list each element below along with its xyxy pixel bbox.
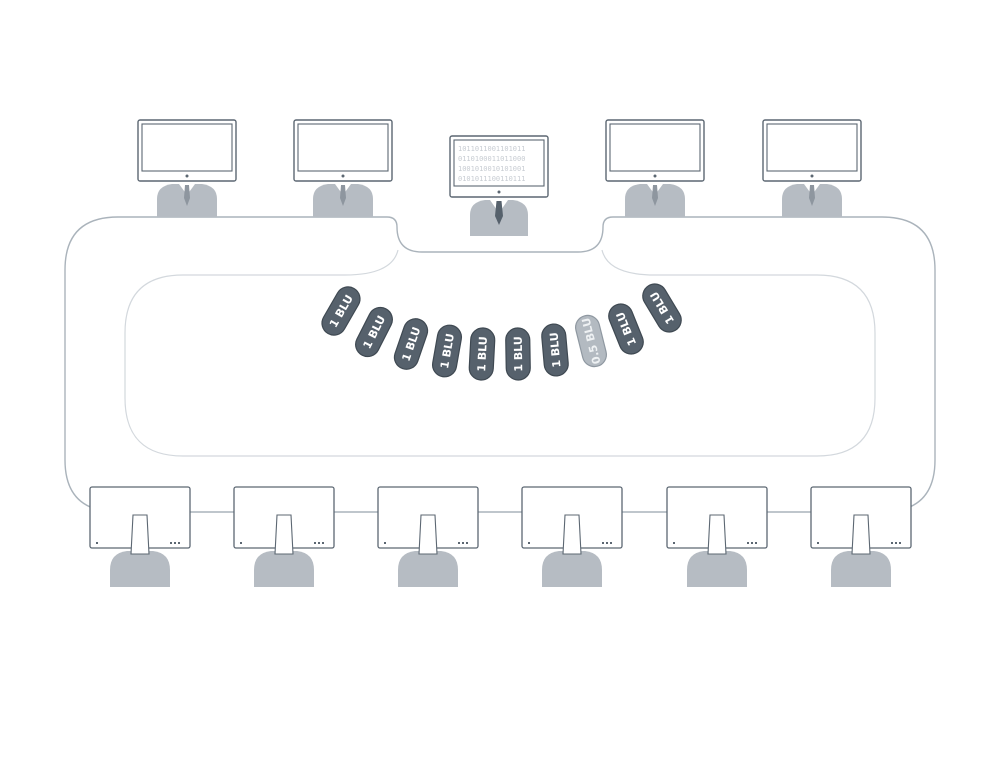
monitor-port — [610, 542, 612, 544]
player-front-row — [666, 486, 768, 587]
tie-icon — [184, 185, 190, 206]
dealer-power-led — [497, 190, 501, 194]
tie-icon — [809, 185, 815, 206]
monitor-port — [602, 542, 604, 544]
player-back-row — [293, 119, 393, 217]
player-back-row — [137, 119, 237, 217]
power-led — [341, 174, 345, 178]
tie-icon — [340, 185, 346, 206]
monitor-led — [96, 542, 98, 544]
monitor-port — [462, 542, 464, 544]
monitor-stand — [707, 514, 727, 555]
monitor-stand — [562, 514, 582, 555]
chip: 1 BLU — [431, 324, 463, 378]
chip-body — [608, 303, 644, 355]
dealer-screen-line: 0101011100110111 — [458, 175, 525, 183]
chip-body — [393, 318, 429, 370]
chip-label: 1 BLU — [547, 332, 563, 368]
dealer-node: 1011011001101011 0110100011011000 100101… — [449, 135, 549, 236]
chip: 1 BLU — [355, 306, 393, 358]
chip: 1 BLU — [321, 286, 361, 336]
power-led — [185, 174, 189, 178]
chip-label: 1 BLU — [512, 336, 526, 372]
player-body — [542, 551, 602, 587]
player-monitor-screen — [297, 123, 389, 172]
player-body — [398, 551, 458, 587]
monitor-port — [751, 542, 753, 544]
dealer-tie-icon — [495, 201, 503, 225]
front-row — [89, 486, 912, 587]
monitor-led — [384, 542, 386, 544]
monitor-led — [240, 542, 242, 544]
dealer-screen-line: 0110100011011000 — [458, 155, 525, 163]
chip-body — [541, 323, 569, 377]
player-front-row — [233, 486, 335, 587]
table-felt — [124, 249, 876, 457]
monitor-led — [673, 542, 675, 544]
player-front-row — [377, 486, 479, 587]
back-row — [137, 119, 862, 217]
monitor-port — [314, 542, 316, 544]
player-front-row — [521, 486, 623, 587]
player-monitor-screen — [141, 123, 233, 172]
monitor-led — [528, 542, 530, 544]
chip: 1 BLU — [608, 303, 644, 355]
monitor-port — [899, 542, 901, 544]
chip-label: 1 BLU — [438, 333, 457, 370]
table-outline — [64, 216, 936, 513]
chip-body — [431, 324, 463, 378]
chip: 1 BLU — [505, 327, 531, 381]
chip-body — [321, 286, 361, 336]
player-body — [831, 551, 891, 587]
chip-body — [505, 327, 531, 381]
chip: 1 BLU — [642, 283, 682, 333]
chip-body — [355, 306, 393, 358]
chip: 0.5 BLU — [575, 314, 607, 368]
monitor-port — [322, 542, 324, 544]
monitor-port — [755, 542, 757, 544]
dealer-screen-line: 1011011001101011 — [458, 145, 525, 153]
chip: 1 BLU — [541, 323, 569, 377]
player-monitor-screen — [766, 123, 858, 172]
player-body — [110, 551, 170, 587]
monitor-port — [891, 542, 893, 544]
monitor-port — [895, 542, 897, 544]
player-body — [254, 551, 314, 587]
chip-body — [468, 327, 496, 381]
chip: 1 BLU — [468, 327, 496, 381]
power-led — [653, 174, 657, 178]
monitor-port — [747, 542, 749, 544]
player-front-row — [810, 486, 912, 587]
monitor-stand — [851, 514, 871, 555]
chip-label: 1 BLU — [475, 336, 490, 372]
monitor-stand — [130, 514, 150, 555]
dealer-monitor-screen — [453, 139, 545, 187]
chip-body — [575, 314, 607, 368]
dealer-screen-line: 1001010010101001 — [458, 165, 525, 173]
player-front-row — [89, 486, 191, 587]
monitor-port — [606, 542, 608, 544]
monitor-stand — [418, 514, 438, 555]
player-back-row — [605, 119, 705, 217]
monitor-port — [458, 542, 460, 544]
player-back-row — [762, 119, 862, 217]
monitor-port — [178, 542, 180, 544]
monitor-led — [817, 542, 819, 544]
monitor-port — [318, 542, 320, 544]
tie-icon — [652, 185, 658, 206]
monitor-port — [466, 542, 468, 544]
chip-body — [642, 283, 682, 333]
monitor-port — [170, 542, 172, 544]
monitor-port — [174, 542, 176, 544]
power-led — [810, 174, 814, 178]
player-monitor-screen — [609, 123, 701, 172]
chip: 1 BLU — [393, 318, 429, 370]
monitor-stand — [274, 514, 294, 555]
player-body — [687, 551, 747, 587]
